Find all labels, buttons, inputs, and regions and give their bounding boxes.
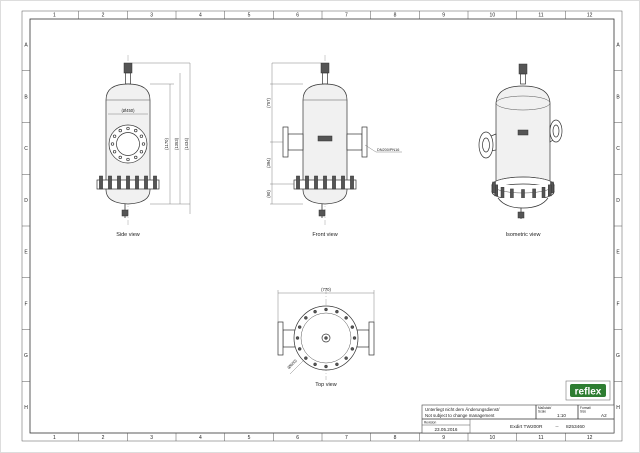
grid-column-label: 6	[296, 435, 299, 441]
grid-row-label: G	[616, 353, 620, 359]
notice-german: Unterliegt nicht dem Änderungsdienst/	[425, 407, 500, 412]
grid-column-label: 12	[587, 13, 593, 19]
grid-row-label: H	[616, 405, 620, 411]
grid-row-label: G	[24, 353, 28, 359]
grid-row-label: D	[24, 198, 28, 204]
scale-label-2: Scale	[538, 410, 546, 414]
grid-column-label: 11	[538, 13, 543, 19]
side-width-dimension: (Ø450)	[121, 108, 135, 113]
grid-row-label: H	[24, 405, 28, 411]
grid-column-label: 8	[394, 13, 397, 19]
product-name: Exdirt TW200R	[510, 424, 543, 430]
scale-value: 1:10	[557, 413, 566, 418]
grid-column-label: 9	[442, 13, 445, 19]
grid-column-label: 12	[587, 435, 593, 441]
title-separator: --	[555, 425, 559, 430]
grid-column-label: 5	[248, 435, 251, 441]
side-height-dimension-1: (1170)	[164, 137, 169, 149]
side-view: (Ø450) (1170) (1353) (1434)	[96, 55, 191, 225]
grid-column-label: 1	[53, 435, 56, 441]
notice-english: Not subject to change management	[425, 413, 495, 418]
grid-row-label: A	[24, 43, 28, 49]
grid-column-label: 3	[150, 435, 153, 441]
isometric-name-plate	[517, 129, 529, 136]
grid-column-label: 11	[538, 435, 543, 441]
grid-row-label: C	[24, 146, 28, 152]
front-view-label: Front view	[312, 232, 337, 238]
grid-row-label: D	[616, 198, 620, 204]
format-label-1: Format/	[580, 406, 591, 410]
logo-text: reflex	[575, 387, 602, 398]
front-view: (757) (394) (90) DN200/PN16	[266, 55, 402, 225]
isometric-view-label: Isometric view	[506, 232, 541, 238]
grid-column-label: 10	[490, 13, 496, 19]
grid-row-label: B	[616, 94, 620, 100]
grid-row-label: E	[24, 250, 28, 256]
revision-label: Revision	[424, 421, 436, 425]
grid-row-label: C	[616, 146, 620, 152]
front-flange-callout: DN200/PN16	[377, 148, 399, 152]
side-view-label: Side view	[116, 232, 140, 238]
top-diameter-dimension: (Ø650)	[287, 358, 299, 370]
grid-column-label: 4	[199, 435, 202, 441]
grid-column-label: 4	[199, 13, 202, 19]
front-name-plate	[317, 135, 333, 142]
grid-column-label: 3	[150, 13, 153, 19]
top-width-dimension: (770)	[321, 287, 331, 292]
title-block: Unterliegt nicht dem Änderungsdienst/ No…	[421, 404, 615, 434]
front-lower-dimension: (90)	[266, 190, 271, 198]
article-number: 8253460	[566, 424, 585, 430]
grid-row-label: B	[24, 94, 28, 100]
grid-column-label: 2	[102, 13, 105, 19]
isometric-view	[478, 63, 563, 219]
front-upper-dimension: (757)	[266, 98, 271, 108]
grid-column-label: 7	[345, 435, 348, 441]
scale-label-1: Maßstab/	[538, 406, 551, 410]
revision-date: 23.05.2016	[435, 427, 458, 432]
grid-row-label: F	[24, 301, 27, 307]
grid-row-label: A	[616, 43, 620, 49]
grid-ticks	[22, 11, 622, 441]
grid-row-label: F	[616, 301, 619, 307]
format-value: A2	[601, 413, 607, 418]
side-height-dimension-3: (1434)	[184, 137, 189, 150]
side-height-dimension-2: (1353)	[174, 137, 179, 150]
front-mid-dimension: (394)	[266, 158, 271, 168]
reflex-logo: reflex	[565, 380, 611, 401]
grid-column-label: 2	[102, 435, 105, 441]
grid-column-label: 7	[345, 13, 348, 19]
top-view-label: Top view	[315, 382, 336, 388]
top-view: (770) (Ø650)	[277, 287, 375, 380]
grid-column-label: 1	[53, 13, 56, 19]
format-label-2: Size	[580, 410, 586, 414]
grid-column-label: 5	[248, 13, 251, 19]
grid-column-label: 8	[394, 435, 397, 441]
grid-row-label: E	[616, 250, 620, 256]
grid-column-label: 9	[442, 435, 445, 441]
grid-column-label: 10	[490, 435, 496, 441]
grid-column-label: 6	[296, 13, 299, 19]
